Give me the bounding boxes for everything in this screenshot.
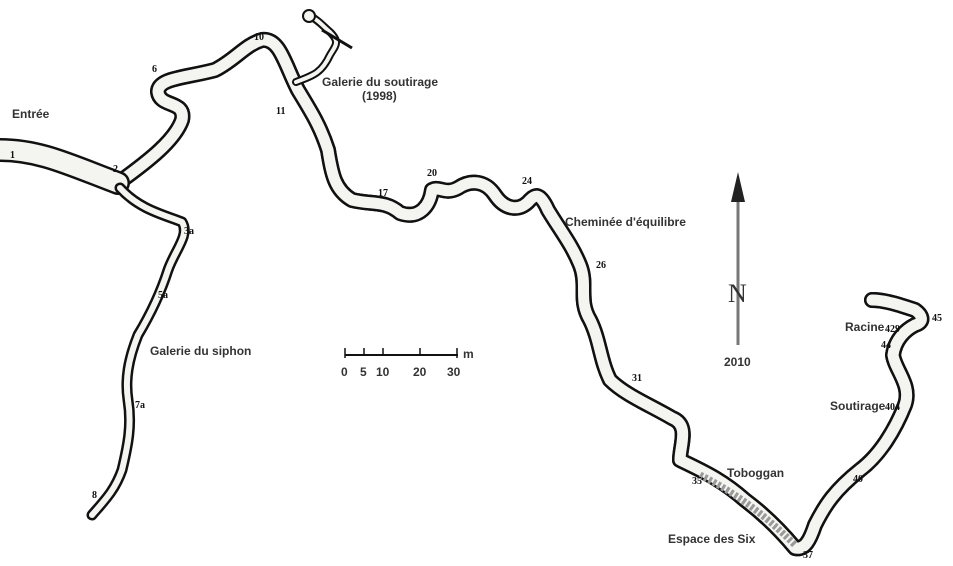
station-404: 404	[885, 402, 900, 413]
station-37: 37	[803, 550, 813, 561]
label-espace: Espace des Six	[668, 532, 756, 546]
station-45: 45	[932, 313, 942, 324]
scale-bar: m 0 5 10 20 30	[341, 347, 474, 379]
scale-tick-10: 10	[376, 365, 390, 379]
scale-tick-20: 20	[413, 365, 427, 379]
scale-tick-0: 0	[341, 365, 348, 379]
main-passage	[0, 40, 921, 548]
station-20: 20	[427, 168, 437, 179]
siphon-branch	[86, 182, 190, 521]
scale-unit: m	[463, 347, 474, 361]
scale-tick-5: 5	[360, 365, 367, 379]
station-429: 429	[885, 324, 900, 335]
label-siphon-gallery: Galerie du siphon	[150, 344, 251, 358]
north-arrow-icon: N 2010	[724, 172, 751, 369]
north-letter: N	[728, 279, 747, 308]
label-entrance: Entrée	[12, 107, 50, 121]
station-26: 26	[596, 260, 606, 271]
map-year: 2010	[724, 355, 751, 369]
station-1: 1	[10, 150, 15, 161]
scale-tick-30: 30	[447, 365, 461, 379]
station-40: 40	[853, 474, 863, 485]
station-11: 11	[276, 106, 285, 117]
station-10: 10	[254, 32, 264, 43]
soutirage-branch	[292, 9, 353, 86]
label-racine: Racine	[845, 320, 885, 334]
station-2: 2	[113, 164, 118, 175]
station-6: 6	[152, 64, 157, 75]
station-35: 35	[692, 476, 702, 487]
label-toboggan: Toboggan	[727, 466, 784, 480]
station-7a: 7a	[135, 400, 145, 411]
station-24: 24	[522, 176, 532, 187]
label-soutirage-gallery: Galerie du soutirage	[322, 75, 438, 89]
station-3a: 3a	[184, 226, 194, 237]
station-44: 44	[881, 340, 891, 351]
station-8: 8	[92, 490, 97, 501]
label-chimney: Cheminée d'équilibre	[565, 215, 686, 229]
station-31: 31	[632, 373, 642, 384]
station-17: 17	[378, 188, 388, 199]
label-soutirage: Soutirage	[830, 399, 886, 413]
station-5a: 5a	[158, 290, 168, 301]
label-soutirage-year: (1998)	[362, 89, 397, 103]
